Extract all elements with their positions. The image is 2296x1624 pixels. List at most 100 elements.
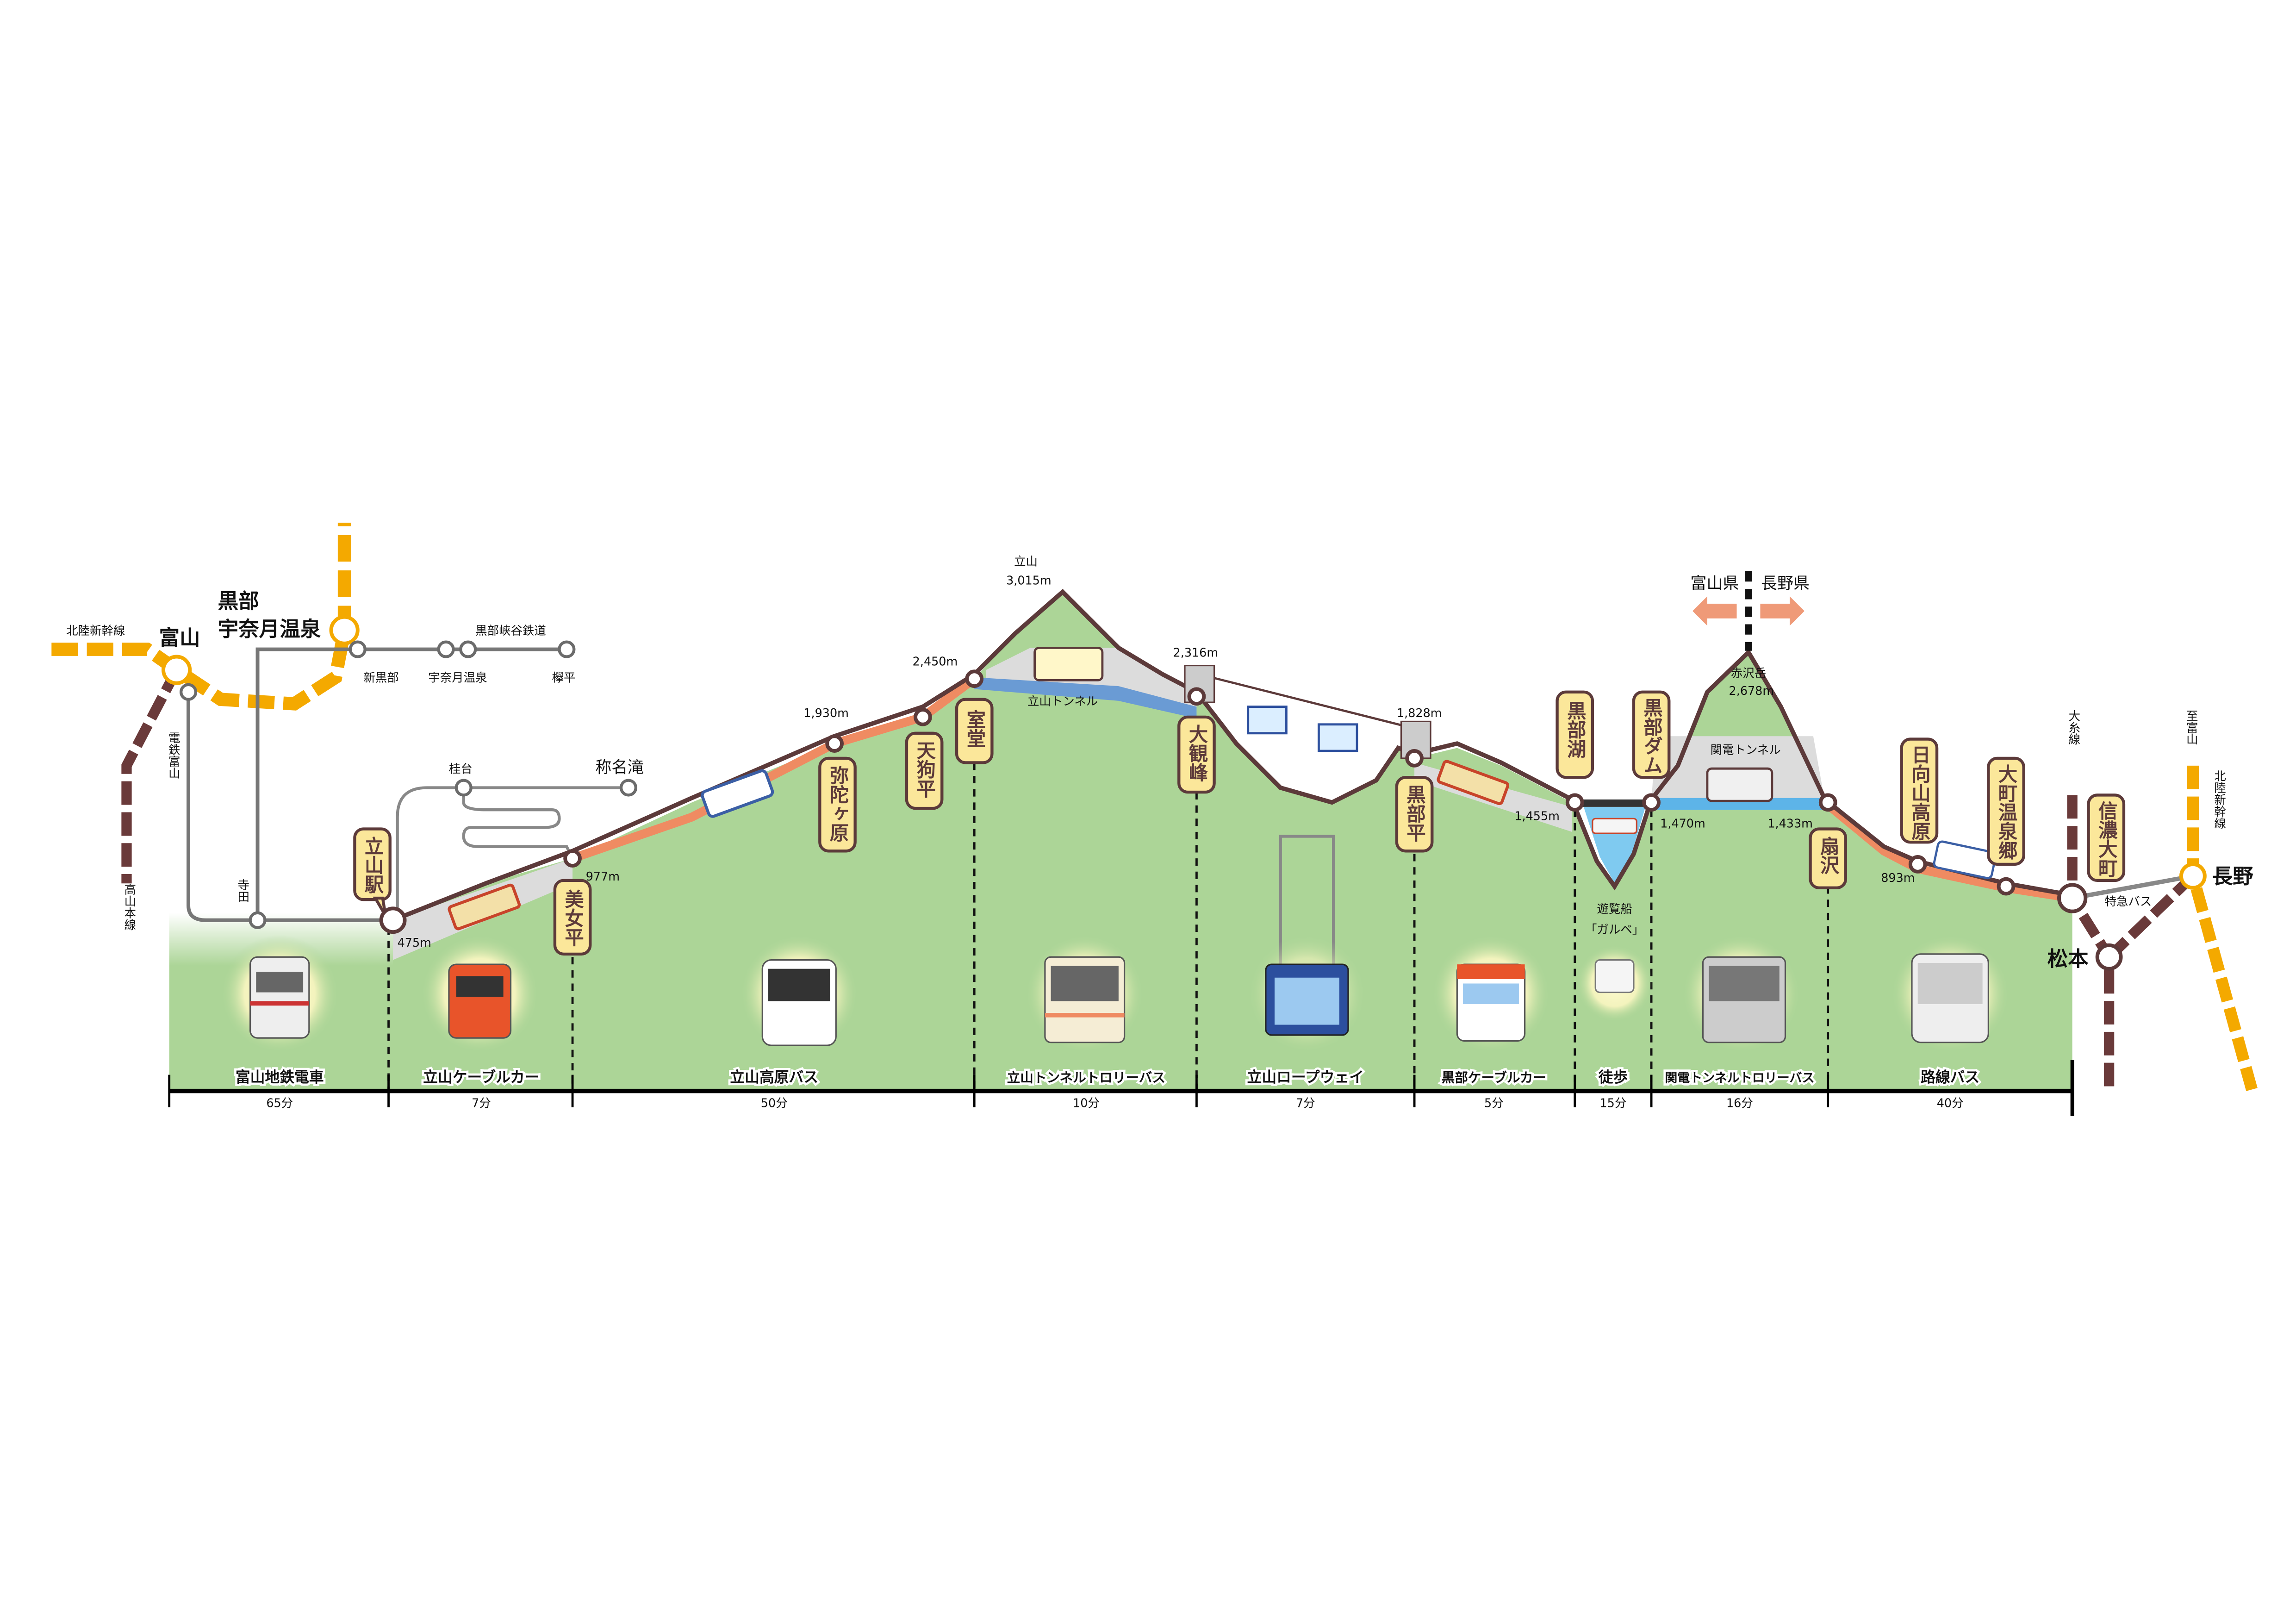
unazuki-onsen-label: 宇奈月温泉 [428,671,487,685]
station-murodo[interactable] [965,669,984,688]
route-bus-icon [1933,840,1997,880]
elevation-tateyama: 475m [398,936,431,949]
takayama-line-label: 高山本線 [123,883,137,931]
station-kurobe-unazuki-onsen[interactable] [329,615,360,645]
svg-text:日向山高原: 日向山高原 [1908,745,1931,841]
callout-tengudaira[interactable]: 天狗平 [905,731,944,810]
nagano-pref-label: 長野県 [1761,575,1810,593]
segment-mode: 立山トンネルトロリーバス [1007,1070,1165,1086]
arrow-left-icon [1692,596,1737,626]
segment-time: 16分 [1726,1096,1753,1110]
hokuriku-shinkansen-label: 北陸新幹線 [66,624,125,637]
tateyama-tunnel-water [974,677,1197,719]
svg-text:黒部湖: 黒部湖 [1564,701,1587,759]
segment-mode: 徒歩 [1598,1069,1628,1086]
station-ogizawa[interactable] [1818,793,1837,812]
station-kurobeko[interactable] [1565,793,1584,812]
segment-time: 40分 [1937,1096,1964,1110]
segment-time: 15分 [1600,1096,1627,1110]
station-midagahara[interactable] [825,734,844,753]
callout-kurobe-dam[interactable]: 黒部ダム [1632,690,1671,779]
station-dentetsu-toyama[interactable] [179,683,198,701]
station-kurobe-dam[interactable] [1642,793,1661,812]
kurobe-dam [1574,799,1652,807]
callout-daikanbo[interactable]: 大観峰 [1177,715,1216,794]
station-terada[interactable] [249,911,267,929]
station-unazuki-onsen[interactable] [437,640,455,658]
elevation-labels: 475m 977m 1,930m 2,450m 2,316m 1,828m 1,… [398,554,1915,949]
callout-kurobedaira[interactable]: 黒部平 [1395,776,1434,853]
boat-label-2: 「ガルベ」 [1585,922,1644,936]
peak-akazawa-name: 赤沢岳 [1731,666,1766,680]
toyama-chitetsu-train-icon [249,956,310,1039]
hokuriku-shinkansen-line [51,523,351,711]
station-keyakidaira[interactable] [558,640,576,658]
callout-ogizawa[interactable]: 扇沢 [1809,827,1848,889]
svg-text:立山駅: 立山駅 [361,836,384,893]
segment-5: 黒部ケーブルカー 5分 [1439,1068,1549,1110]
station-shin-kurobe[interactable] [348,640,367,658]
segment-mode: 黒部ケーブルカー [1442,1070,1546,1086]
toyama-label: 富山 [159,626,200,650]
callout-omachi-onsenkyo[interactable]: 大町温泉郷 [1987,756,2025,866]
segment-dividers [387,762,1829,1090]
svg-text:天狗平: 天狗平 [913,741,936,798]
station-unazuki-onsen-gorge[interactable] [459,640,477,658]
toyama-rail-map: 北陸新幹線 富山 黒部 宇奈月温泉 高山本線 電鉄富山 寺田 新黒部 宇奈月温泉… [51,523,644,931]
station-toyama[interactable] [162,655,192,685]
segment-6: 徒歩 15分 [1596,1067,1630,1110]
boat-label-1: 遊覧船 [1597,902,1632,916]
segment-7: 関電トンネルトロリーバス 16分 [1662,1069,1817,1110]
station-matsumoto[interactable] [2095,943,2123,971]
station-shinano-omachi[interactable] [2057,883,2088,913]
station-omachi-onsenkyo[interactable] [1997,877,2016,896]
segment-time: 5分 [1484,1096,1504,1110]
svg-text:弥陀ヶ原: 弥陀ヶ原 [826,766,849,842]
sightseeing-boat-front-icon [1594,959,1635,993]
station-hinatayama-kogen[interactable] [1908,855,1927,874]
callout-kurobeko[interactable]: 黒部湖 [1556,690,1594,779]
callout-shinano-omachi[interactable]: 信濃大町 [2087,793,2126,882]
kurobe-gorge-railway-label: 黒部峡谷鉄道 [475,624,546,637]
elevation-kurobedaira: 1,828m [1397,706,1442,720]
segment-mode: 立山ロープウェイ [1247,1069,1364,1086]
station-tengudaira[interactable] [914,708,932,726]
callout-bijodaira[interactable]: 美女平 [553,879,592,956]
shomyo-falls-label: 称名滝 [595,759,644,777]
stop-katsuradai[interactable] [454,779,473,797]
to-toyama-label: 至富山 [2184,710,2198,745]
arrow-right-icon [1760,596,1804,626]
hokuriku-shinkansen-right-label: 北陸新幹線 [2213,770,2227,829]
keyakidaira-label: 欅平 [552,671,576,685]
katsuradai-label: 桂台 [449,762,473,776]
callout-murodo[interactable]: 室堂 [955,698,994,764]
takayama-line [121,667,181,884]
shomyo-bus-line [396,786,628,920]
stations: 立山駅 美女平 弥陀ヶ原 天狗平 室堂 大観峰 黒部平 黒部湖 黒部ダム 扇沢 … [353,669,2126,956]
station-kurobedaira[interactable] [1405,749,1424,768]
station-tateyama[interactable] [379,906,407,934]
stop-shomyo-falls[interactable] [619,779,637,797]
elevation-hinatayama: 893m [1881,871,1915,885]
callout-tateyama[interactable]: 立山駅 [353,827,392,917]
kanden-trolleybus-icon [1706,767,1773,802]
elevation-daikanbo: 2,316m [1173,645,1219,659]
station-bijodaira[interactable] [563,849,582,868]
callout-hinatayama-kogen[interactable]: 日向山高原 [1900,737,1939,844]
svg-text:黒部平: 黒部平 [1403,785,1426,842]
station-daikanbo[interactable] [1187,687,1206,706]
shin-kurobe-label: 新黒部 [363,671,398,685]
ropeway-cable [1199,673,1416,730]
callout-midagahara[interactable]: 弥陀ヶ原 [818,756,857,853]
tateyama-cable-car-icon [448,963,512,1039]
segment-time: 65分 [266,1096,293,1110]
segment-mode: 関電トンネルトロリーバス [1665,1071,1814,1086]
station-nagano[interactable] [2179,862,2207,890]
peak-tateyama-elevation: 3,015m [1006,574,1052,587]
